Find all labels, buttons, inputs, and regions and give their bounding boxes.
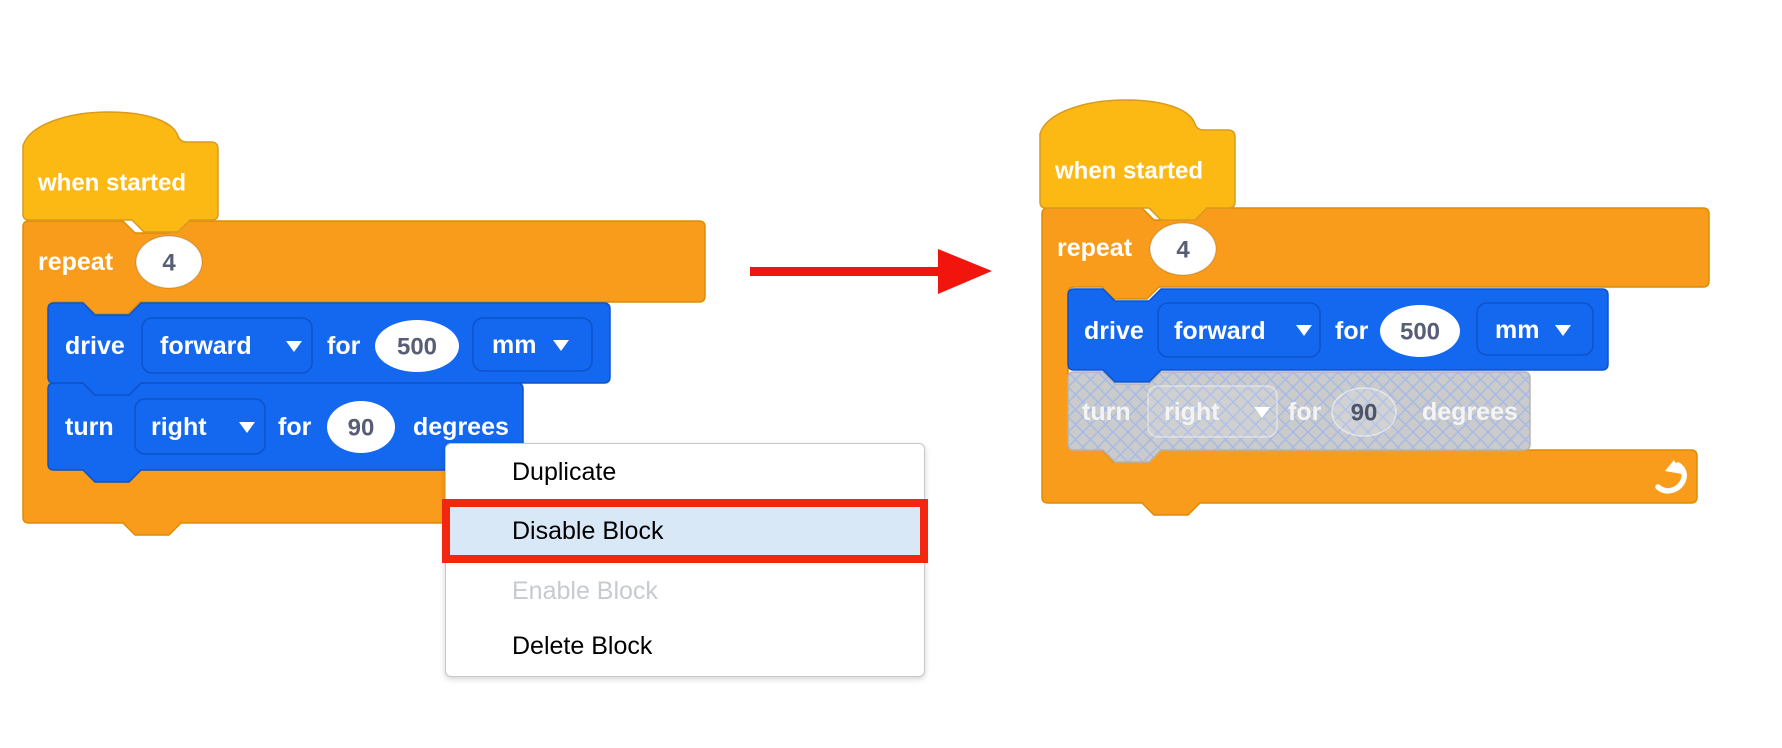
drive-for-label: for (1335, 317, 1369, 345)
when-started-hat-block[interactable]: when started (1039, 99, 1236, 221)
drive-distance-input[interactable]: 500 (375, 320, 459, 372)
context-menu: Duplicate Disable Block Enable Block Del… (442, 443, 928, 677)
drive-direction-value: forward (160, 332, 252, 360)
drive-direction-dropdown[interactable]: forward (141, 317, 313, 374)
repeat-count-input[interactable]: 4 (1149, 222, 1217, 276)
hat-label: when started (37, 170, 186, 197)
turn-angle-input[interactable]: 90 (1331, 387, 1397, 437)
turn-label: turn (65, 413, 114, 441)
drive-direction-value: forward (1174, 317, 1266, 345)
drive-block[interactable]: drive forward for 500 mm (1067, 288, 1609, 383)
drive-distance-input[interactable]: 500 (1380, 305, 1460, 357)
drive-block[interactable]: drive forward for 500 mm (47, 302, 611, 396)
transition-arrow (750, 249, 992, 294)
turn-direction-dropdown[interactable]: right (134, 398, 266, 455)
drive-unit-value: mm (492, 331, 536, 359)
dropdown-arrow-icon (286, 341, 302, 352)
repeat-label: repeat (38, 248, 114, 276)
when-started-hat-block[interactable]: when started (22, 111, 219, 233)
turn-block[interactable]: turn right for 90 degrees (47, 382, 524, 483)
turn-unit-label: degrees (413, 413, 509, 441)
turn-angle-input[interactable]: 90 (327, 401, 395, 453)
hat-label: when started (1054, 158, 1203, 185)
turn-unit-label: degrees (1422, 398, 1518, 426)
repeat-count-input[interactable]: 4 (135, 235, 203, 289)
drive-for-label: for (327, 332, 361, 360)
dropdown-arrow-icon (239, 422, 255, 433)
menu-item-enable-block: Enable Block (512, 577, 658, 605)
hat-block-shape[interactable] (1039, 99, 1236, 221)
drive-direction-dropdown[interactable]: forward (1157, 302, 1321, 358)
drive-unit-value: mm (1495, 316, 1539, 344)
turn-for-label: for (1288, 398, 1322, 426)
turn-direction-value: right (151, 413, 207, 441)
drive-unit-dropdown[interactable]: mm (472, 317, 593, 372)
menu-item-delete-block[interactable]: Delete Block (512, 632, 653, 660)
menu-item-duplicate[interactable]: Duplicate (512, 457, 617, 486)
turn-block-disabled[interactable]: turn right for 90 degrees (1067, 371, 1531, 463)
turn-angle-value: 90 (348, 415, 375, 442)
turn-direction-dropdown[interactable]: right (1147, 385, 1278, 438)
disabled-block-shape[interactable] (1067, 371, 1531, 463)
dropdown-arrow-icon (1555, 325, 1571, 336)
repeat-count-value: 4 (162, 250, 176, 277)
repeat-count-value: 4 (1176, 237, 1190, 264)
turn-label: turn (1082, 398, 1131, 426)
drive-distance-value: 500 (1400, 319, 1440, 346)
dropdown-arrow-icon (553, 340, 569, 351)
drive-label: drive (1084, 317, 1144, 345)
drive-distance-value: 500 (397, 334, 437, 361)
dropdown-arrow-icon (1254, 407, 1270, 418)
turn-for-label: for (278, 413, 312, 441)
right-script: repeat 4 when started turn right (1039, 99, 1710, 516)
loop-arrow-icon (1655, 460, 1687, 494)
drive-unit-dropdown[interactable]: mm (1476, 302, 1594, 356)
left-script: repeat 4 when started turn right (22, 111, 706, 536)
hat-block-shape[interactable] (22, 111, 219, 233)
dropdown-arrow-icon (1296, 325, 1312, 336)
turn-angle-value: 90 (1351, 400, 1378, 427)
menu-item-disable-block[interactable]: Disable Block (442, 499, 928, 563)
turn-direction-value: right (1164, 398, 1220, 426)
repeat-label: repeat (1057, 234, 1133, 262)
drive-label: drive (65, 332, 125, 360)
